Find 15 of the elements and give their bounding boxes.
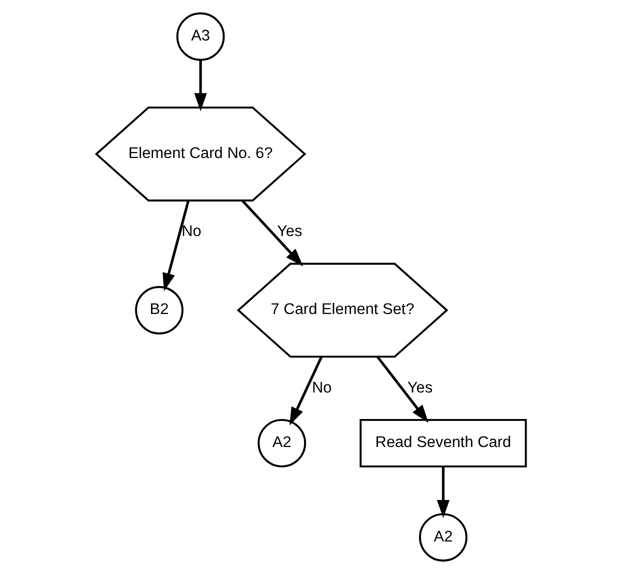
arrow bbox=[162, 200, 190, 292]
edge-label: No bbox=[312, 379, 332, 396]
node-circle: A3 bbox=[176, 12, 224, 61]
node-circle: A2 bbox=[418, 513, 467, 562]
edge-label: Yes bbox=[276, 223, 302, 240]
node-circle: A2 bbox=[257, 418, 306, 468]
node-box: Read Seventh Card bbox=[359, 418, 526, 468]
edge-label: Yes bbox=[406, 379, 432, 396]
arrow bbox=[289, 356, 322, 426]
arrow bbox=[376, 356, 428, 423]
edge-label: No bbox=[181, 223, 201, 240]
arrow bbox=[240, 200, 303, 266]
arrow bbox=[436, 466, 450, 518]
node-circle: B2 bbox=[134, 286, 183, 334]
arrow bbox=[194, 60, 206, 112]
